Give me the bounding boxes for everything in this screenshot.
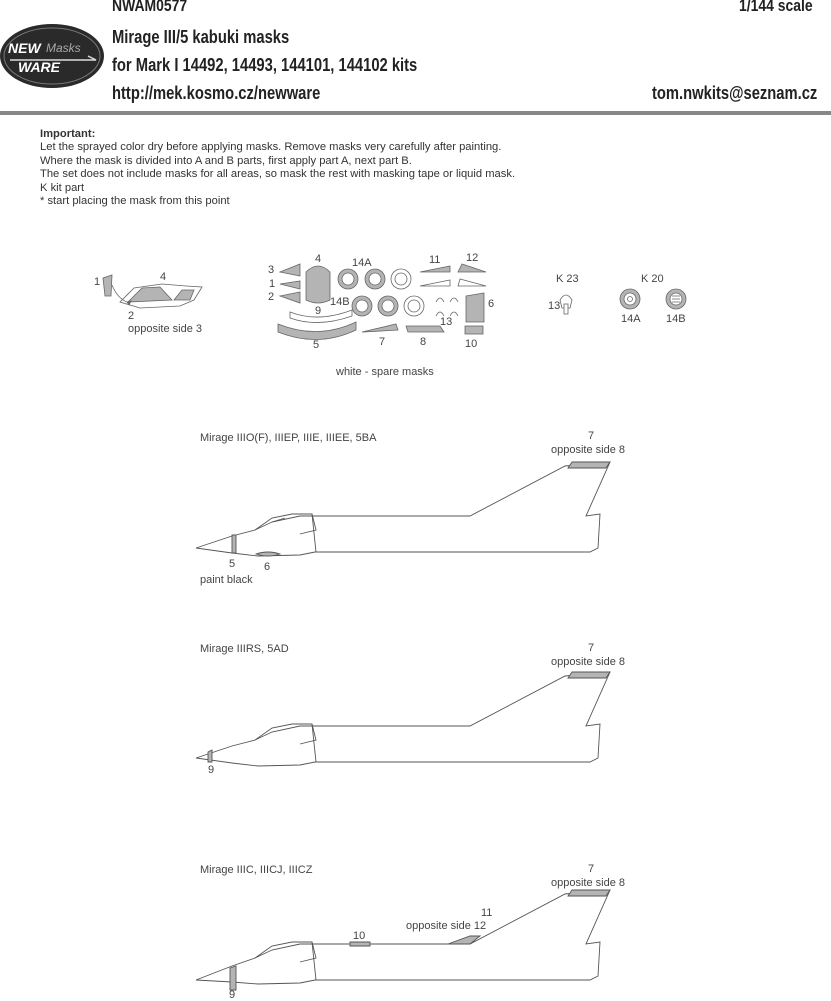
product-code: NWAM0577 bbox=[112, 0, 188, 15]
mask-label-9: 9 bbox=[315, 305, 322, 317]
mask-pieces bbox=[277, 263, 487, 340]
note-line: The set does not include masks for all a… bbox=[40, 168, 516, 181]
mask-label-5: 5 bbox=[313, 339, 320, 351]
logo-text-ware: WARE bbox=[18, 59, 61, 75]
mask-7-piece bbox=[361, 323, 399, 333]
aircraft-1-label-6: 6 bbox=[264, 561, 271, 573]
canopy-label-4: 4 bbox=[160, 271, 167, 283]
aircraft-1-label-5: 5 bbox=[229, 558, 236, 570]
scale-label: 1/144 scale bbox=[739, 0, 813, 15]
aircraft-3-fin-note: opposite side 8 bbox=[551, 877, 625, 889]
kit-label-14a: 14A bbox=[621, 313, 641, 325]
mask-6-piece bbox=[465, 292, 485, 323]
mask-4-piece bbox=[305, 265, 331, 304]
product-title: Mirage III/5 kabuki masks bbox=[112, 27, 290, 47]
mask-3-shape bbox=[278, 263, 301, 277]
logo-text-new: NEW bbox=[8, 40, 42, 56]
aircraft-1-profile bbox=[195, 461, 611, 557]
kit-label-k23: K 23 bbox=[556, 273, 579, 285]
kit-label-k20: K 20 bbox=[641, 273, 664, 285]
mask-label-2: 2 bbox=[268, 291, 275, 303]
logo: NEW Masks WARE bbox=[0, 22, 108, 90]
kit-label-14b: 14B bbox=[666, 313, 686, 325]
mask-label-14a: 14A bbox=[352, 257, 372, 269]
aircraft-3-label-10: 10 bbox=[353, 930, 366, 942]
mask-8-piece bbox=[405, 325, 445, 333]
canopy-diagram bbox=[102, 274, 203, 309]
note-line: Where the mask is divided into A and B p… bbox=[40, 154, 412, 167]
mask-label-12: 12 bbox=[466, 252, 479, 264]
notes-title: Important: bbox=[40, 128, 96, 140]
mask-4-shape bbox=[126, 286, 173, 303]
kit-label-13: 13 bbox=[548, 300, 561, 312]
mask-label-13: 13 bbox=[440, 316, 453, 328]
mask-10-piece bbox=[464, 325, 484, 335]
mask-5-piece bbox=[277, 321, 357, 340]
mask-label-14b: 14B bbox=[330, 296, 350, 308]
note-line: K kit part bbox=[40, 181, 85, 194]
aircraft-3-profile bbox=[195, 889, 611, 991]
aircraft-2-label-9: 9 bbox=[208, 764, 215, 776]
email-link[interactable]: tom.nwkits@seznam.cz bbox=[652, 83, 818, 103]
aircraft-2-caption: Mirage IIIRS, 5AD bbox=[200, 643, 289, 655]
canopy-label-1: 1 bbox=[94, 276, 101, 288]
mask-label-4: 4 bbox=[315, 253, 322, 265]
kit-parts bbox=[559, 288, 687, 315]
mask-label-11: 11 bbox=[429, 254, 441, 266]
logo-shape: NEW Masks WARE bbox=[0, 24, 104, 88]
aircraft-3-label-9: 9 bbox=[229, 989, 236, 1001]
aircraft-1-paint-note: paint black bbox=[200, 574, 253, 586]
website-link[interactable]: http://mek.kosmo.cz/newware bbox=[112, 83, 321, 103]
mask-label-1: 1 bbox=[269, 278, 276, 290]
mask-2-piece bbox=[278, 291, 301, 304]
canopy-opposite-note: opposite side 3 bbox=[128, 323, 202, 335]
spare-masks-note: white - spare masks bbox=[336, 366, 434, 378]
mask-label-10: 10 bbox=[465, 338, 478, 350]
mask-1-shape bbox=[102, 274, 113, 297]
mask-11-piece bbox=[419, 265, 451, 273]
aircraft-1-caption: Mirage IIIO(F), IIIEP, IIIE, IIIEE, 5BA bbox=[200, 432, 377, 444]
aircraft-2-fin-number: 7 bbox=[588, 642, 595, 654]
aircraft-3-caption: Mirage IIIC, IIICJ, IIICZ bbox=[200, 864, 313, 876]
logo-text-masks: Masks bbox=[46, 41, 81, 55]
mask-label-8: 8 bbox=[420, 336, 427, 348]
mask-label-7: 7 bbox=[379, 336, 386, 348]
important-notes: Important: Let the sprayed color dry bef… bbox=[40, 128, 515, 208]
aircraft-2-fin-note: opposite side 8 bbox=[551, 656, 625, 668]
note-line: * start placing the mask from this point bbox=[40, 195, 230, 208]
aircraft-1-fin-note: opposite side 8 bbox=[551, 444, 625, 456]
mask-12-piece bbox=[457, 263, 487, 273]
aircraft-3-label-11: 11 bbox=[481, 907, 493, 919]
header-divider bbox=[0, 111, 831, 115]
mask-label-6: 6 bbox=[488, 298, 495, 310]
aircraft-1-fin-number: 7 bbox=[588, 430, 595, 442]
aircraft-3-opposite-note: opposite side 12 bbox=[406, 920, 487, 932]
product-subtitle: for Mark I 14492, 14493, 144101, 144102 … bbox=[112, 55, 418, 75]
aircraft-2-profile bbox=[195, 671, 611, 767]
note-line: Let the sprayed color dry before applyin… bbox=[40, 141, 502, 154]
mask-1-piece bbox=[279, 280, 301, 290]
canopy-label-2: 2 bbox=[128, 310, 135, 322]
aircraft-3-fin-number: 7 bbox=[588, 863, 595, 875]
mask-label-3: 3 bbox=[268, 264, 275, 276]
